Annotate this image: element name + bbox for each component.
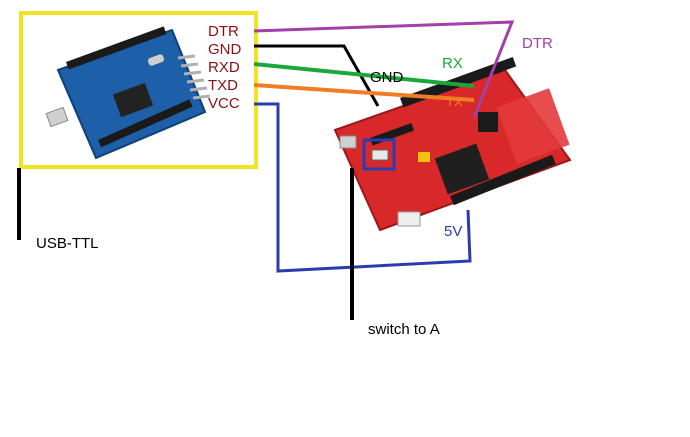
red-board-switch [371,149,389,161]
pin-label-rxd: RXD [208,59,240,76]
label-usb-ttl: USB-TTL [36,235,99,252]
pin-label-txd: TXD [208,77,238,94]
red-board-proto-area [496,88,570,164]
usb-ttl-mini-usb-port [45,106,69,128]
red-mcu-board [333,56,572,232]
usb-ttl-crystal [147,54,165,66]
usb-ttl-header-top [66,26,167,70]
gnd-wire [254,44,380,107]
red-board-usb-jack [339,135,357,149]
usb-ttl-side-pins [177,54,211,100]
usb-ttl-highlight-frame [19,11,258,169]
label-tx-target: TX [446,94,463,109]
pin-label-vcc: VCC [208,95,240,112]
pin-label-gnd: GND [208,41,242,58]
label-dtr-target: DTR [522,35,553,52]
pin-label-dtr: DTR [208,23,239,40]
dtr-wire [253,20,515,119]
red-board-prog-header [478,112,498,132]
switch-highlight-box [362,138,396,171]
red-board-header-top [400,56,517,108]
label-switch-to-a: switch to A [368,321,440,338]
label-gnd-target: GND [370,69,404,86]
usb-ttl-header-bottom [97,99,193,148]
red-board-header-bottom [449,154,556,206]
red-board-capacitor [418,152,430,162]
label-5v: 5V [444,223,462,240]
label-rx-target: RX [442,55,463,72]
red-board-power-jack [397,211,421,227]
vcc-wire [254,102,472,273]
red-board-mcu-chip [434,143,490,195]
rxd-wire [253,62,475,88]
usb-ttl-chip [112,82,154,118]
usb-ttl-board [45,26,211,160]
txd-wire [253,83,475,102]
